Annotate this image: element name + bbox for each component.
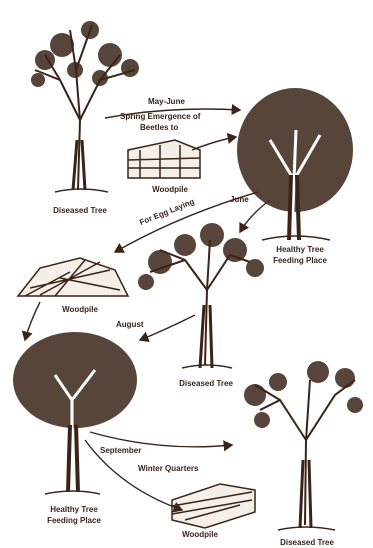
- label-spring-emergence: Spring Emergence of: [120, 112, 200, 122]
- diseased-tree-3-illustration: [255, 380, 355, 530]
- diseased-tree-2-foliage: [138, 223, 264, 290]
- woodpile-2-illustration: [18, 258, 128, 296]
- label-winter-quarters: Winter Quarters: [138, 464, 198, 474]
- label-june: June: [230, 195, 249, 205]
- arrow-healthy2-to-diseased3: [90, 432, 232, 447]
- healthy-tree-2-illustration: [13, 332, 137, 494]
- label-woodpile-2: Woodpile: [50, 305, 110, 315]
- woodpile-3-illustration: [172, 484, 255, 528]
- healthy-tree-1-illustration: [237, 88, 353, 240]
- label-woodpile-3: Woodpile: [170, 530, 230, 540]
- arrow-woodpile1-to-healthy1: [192, 137, 236, 150]
- arrow-diseased2-to-healthy2: [140, 315, 195, 340]
- label-may-june: May-June: [148, 97, 185, 107]
- label-healthy-tree-2-line1: Healthy Tree: [36, 505, 112, 515]
- label-healthy-tree-1-line2: Feeding Place: [262, 256, 338, 266]
- label-woodpile-1: Woodpile: [140, 185, 200, 195]
- diseased-tree-3-foliage: [244, 361, 363, 428]
- label-beetles-to: Beetles to: [140, 123, 178, 133]
- label-healthy-tree-2-line2: Feeding Place: [36, 516, 112, 526]
- woodpile-1-illustration: [128, 140, 200, 178]
- label-september: September: [100, 446, 141, 456]
- label-diseased-tree-2: Diseased Tree: [170, 379, 242, 389]
- arrow-woodpile2-to-healthy2: [25, 302, 40, 340]
- label-diseased-tree-3: Diseased Tree: [270, 538, 344, 548]
- label-diseased-tree-1: Diseased Tree: [47, 206, 113, 216]
- label-healthy-tree-1-line1: Healthy Tree: [262, 245, 338, 255]
- label-august: August: [116, 320, 144, 330]
- diseased-tree-1-foliage: [31, 21, 139, 87]
